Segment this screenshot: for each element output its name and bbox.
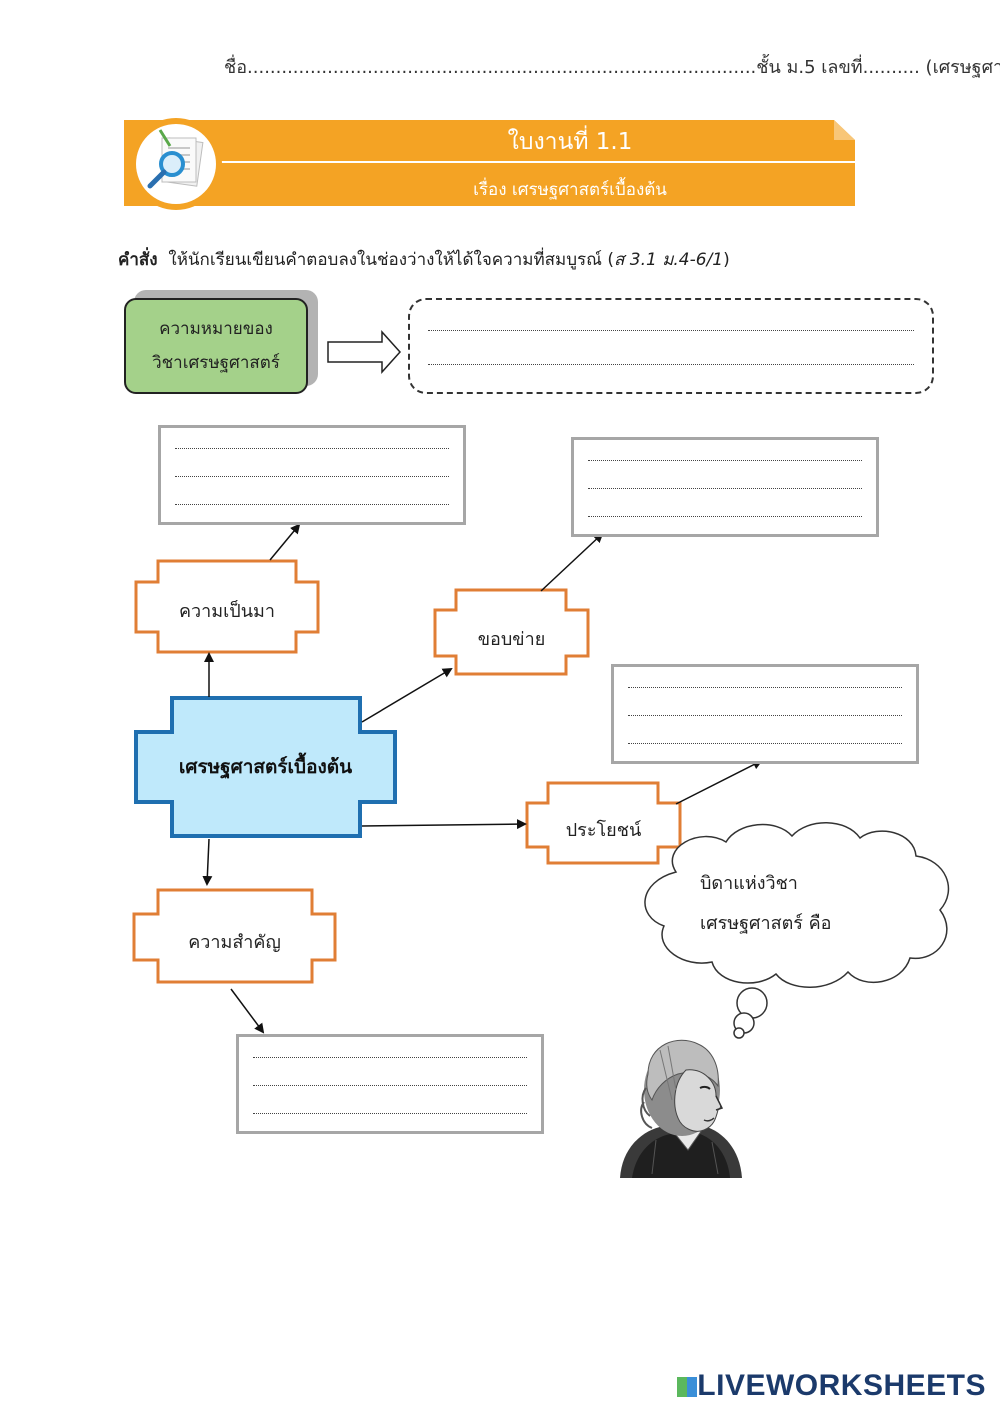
scope-label: ขอบข่าย bbox=[477, 629, 546, 650]
instruction-label: คำสั่ง bbox=[118, 250, 158, 270]
scope-node bbox=[433, 588, 590, 676]
answer-line[interactable] bbox=[428, 364, 914, 365]
liveworksheets-logo: LIVEWORKSHEETS bbox=[677, 1369, 986, 1403]
cloud-line1: บิดาแห่งวิชา bbox=[700, 873, 798, 894]
importance-answer-box bbox=[236, 1034, 544, 1134]
scope-answer-box bbox=[571, 437, 879, 537]
cloud-line2: เศรษฐศาสตร์ คือ bbox=[700, 913, 832, 934]
answer-line[interactable] bbox=[253, 1057, 527, 1058]
instruction-close: ) bbox=[723, 250, 730, 270]
benefit-answer-box bbox=[611, 664, 919, 764]
thought-bubble-small bbox=[733, 1027, 745, 1039]
worksheet-subtitle: เรื่อง เศรษฐศาสตร์เบื้องต้น bbox=[473, 180, 667, 200]
worksheet-title: ใบงานที่ 1.1 bbox=[507, 129, 633, 155]
answer-line[interactable] bbox=[588, 460, 862, 461]
answer-line[interactable] bbox=[628, 715, 902, 716]
center-topic-label: เศรษฐศาสตร์เบื้องต้น bbox=[178, 756, 353, 778]
instruction-text: ให้นักเรียนเขียนคำตอบลงในช่องว่างให้ได้ใ… bbox=[168, 250, 614, 270]
instruction: คำสั่ง ให้นักเรียนเขียนคำตอบลงในช่องว่าง… bbox=[118, 246, 730, 273]
definition-box: ความหมายของ วิชาเศรษฐศาสตร์ bbox=[124, 298, 308, 394]
history-label: ความเป็นมา bbox=[179, 601, 275, 622]
answer-line[interactable] bbox=[628, 743, 902, 744]
center-node-frame bbox=[134, 696, 397, 838]
logo-text: LIVEWORKSHEETS bbox=[697, 1369, 986, 1402]
definition-answer-box bbox=[408, 298, 934, 394]
benefit-label: ประโยชน์ bbox=[565, 820, 642, 841]
answer-line[interactable] bbox=[628, 687, 902, 688]
history-answer-box bbox=[158, 425, 466, 525]
magnifier-document-icon bbox=[147, 129, 204, 189]
definition-line2: วิชาเศรษฐศาสตร์ bbox=[152, 353, 280, 373]
standard-code: ส 3.1 ม.4-6/1 bbox=[613, 250, 724, 270]
answer-line[interactable] bbox=[175, 476, 449, 477]
economist-portrait-icon bbox=[620, 1039, 742, 1178]
name-class-line: ชื่อ....................................… bbox=[224, 57, 1000, 78]
benefit-node bbox=[525, 781, 682, 865]
definition-arrow bbox=[327, 330, 402, 374]
importance-label: ความสำคัญ bbox=[188, 932, 281, 953]
thought-cloud bbox=[644, 822, 950, 988]
answer-line[interactable] bbox=[428, 330, 914, 331]
answer-line[interactable] bbox=[588, 516, 862, 517]
history-node bbox=[134, 559, 320, 654]
answer-line[interactable] bbox=[253, 1113, 527, 1114]
answer-line[interactable] bbox=[253, 1085, 527, 1086]
answer-line[interactable] bbox=[175, 448, 449, 449]
importance-node bbox=[132, 888, 337, 984]
answer-line[interactable] bbox=[175, 504, 449, 505]
definition-line1: ความหมายของ bbox=[159, 319, 273, 339]
logo-blocks-icon bbox=[677, 1377, 698, 1397]
answer-line[interactable] bbox=[588, 488, 862, 489]
